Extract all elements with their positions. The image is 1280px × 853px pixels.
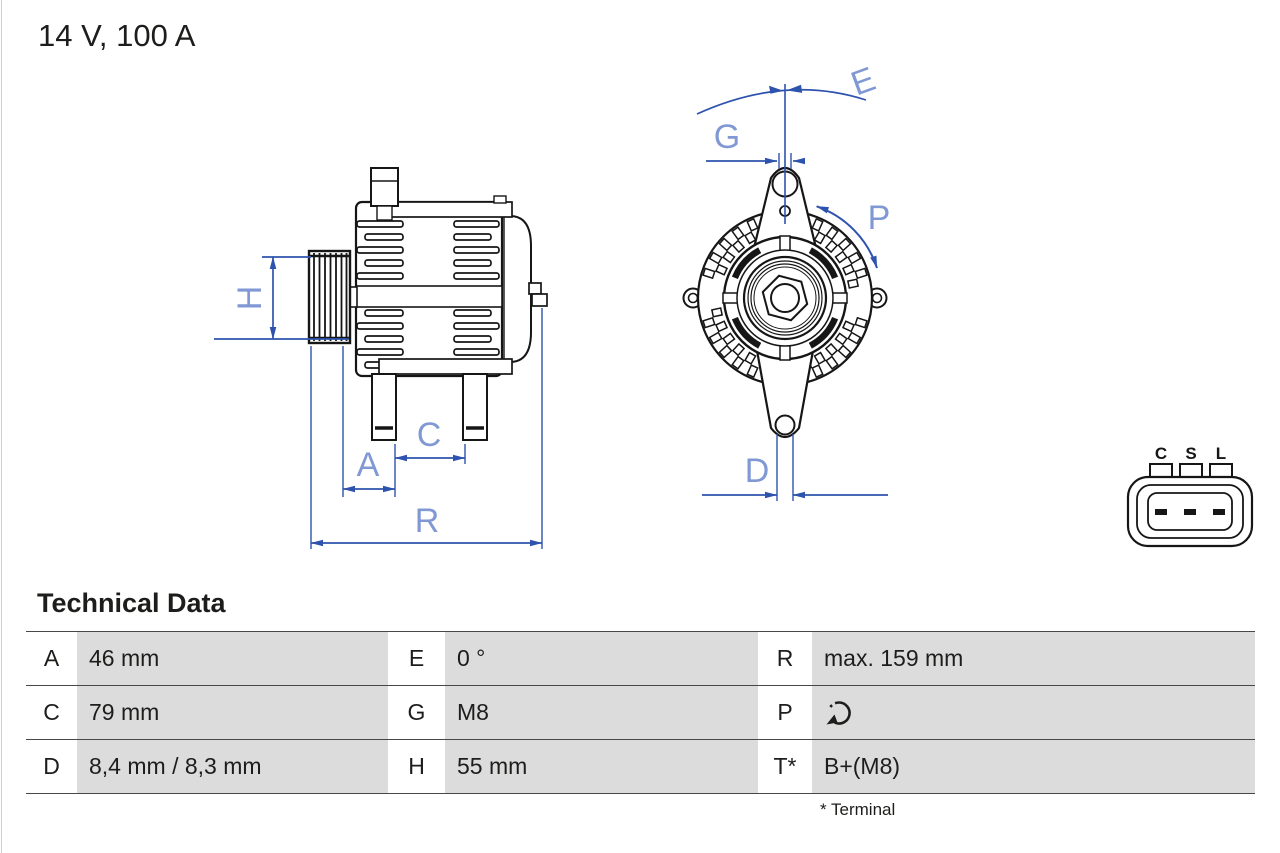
dim-label-e: E bbox=[846, 60, 880, 103]
page-left-border bbox=[1, 0, 2, 853]
table-row: D 8,4 mm / 8,3 mm H 55 mm T* B+(M8) bbox=[26, 739, 1255, 793]
dim-value-e: 0 ° bbox=[445, 632, 758, 685]
connector-pin-label-c: C bbox=[1155, 444, 1167, 463]
dim-key-d: D bbox=[26, 740, 77, 793]
table-row: A 46 mm E 0 ° R max. 159 mm bbox=[26, 631, 1255, 685]
dimension-annotations bbox=[214, 84, 888, 549]
technical-data-table: A 46 mm E 0 ° R max. 159 mm C 79 mm G M8… bbox=[26, 631, 1255, 794]
terminal-stud bbox=[528, 282, 548, 307]
dim-value-h: 55 mm bbox=[445, 740, 758, 793]
dim-value-c: 79 mm bbox=[77, 686, 388, 739]
pulley bbox=[307, 249, 352, 345]
dim-value-r: max. 159 mm bbox=[812, 632, 1255, 685]
connector-pin-l bbox=[1213, 509, 1225, 515]
dim-label-g: G bbox=[714, 118, 740, 156]
terminal-footnote: * Terminal bbox=[820, 800, 896, 819]
dim-key-a: A bbox=[26, 632, 77, 685]
table-row: C 79 mm G M8 P bbox=[26, 685, 1255, 739]
connector-drawing: C S L bbox=[1126, 444, 1254, 548]
dim-label-d: D bbox=[745, 452, 770, 490]
dim-key-g: G bbox=[388, 686, 445, 739]
dim-label-p: P bbox=[868, 199, 891, 237]
dim-value-g: M8 bbox=[445, 686, 758, 739]
connector-pin-label-l: L bbox=[1216, 444, 1226, 463]
dim-label-r: R bbox=[415, 502, 440, 540]
alternator-technical-drawing: C S L bbox=[214, 60, 1254, 549]
rotation-direction-icon bbox=[826, 700, 851, 725]
dim-key-t: T* bbox=[758, 740, 812, 793]
dim-value-p bbox=[812, 686, 1255, 739]
connector-pin-s bbox=[1184, 509, 1196, 515]
vent-slots bbox=[702, 217, 868, 379]
side-view-drawing bbox=[307, 167, 548, 441]
connector-pin-c bbox=[1155, 509, 1167, 515]
dim-key-p: P bbox=[758, 686, 812, 739]
dim-value-a: 46 mm bbox=[77, 632, 388, 685]
dim-label-h: H bbox=[231, 286, 269, 311]
cooling-fins bbox=[356, 220, 500, 369]
dim-key-e: E bbox=[388, 632, 445, 685]
dim-key-h: H bbox=[388, 740, 445, 793]
dim-label-c: C bbox=[417, 416, 442, 454]
dim-key-r: R bbox=[758, 632, 812, 685]
page-title: 14 V, 100 A bbox=[38, 18, 196, 53]
dim-value-d: 8,4 mm / 8,3 mm bbox=[77, 740, 388, 793]
connector-pin-label-s: S bbox=[1185, 444, 1196, 463]
technical-data-heading: Technical Data bbox=[37, 588, 226, 618]
dim-key-c: C bbox=[26, 686, 77, 739]
dim-label-a: A bbox=[357, 446, 380, 484]
dim-value-t: B+(M8) bbox=[812, 740, 1255, 793]
